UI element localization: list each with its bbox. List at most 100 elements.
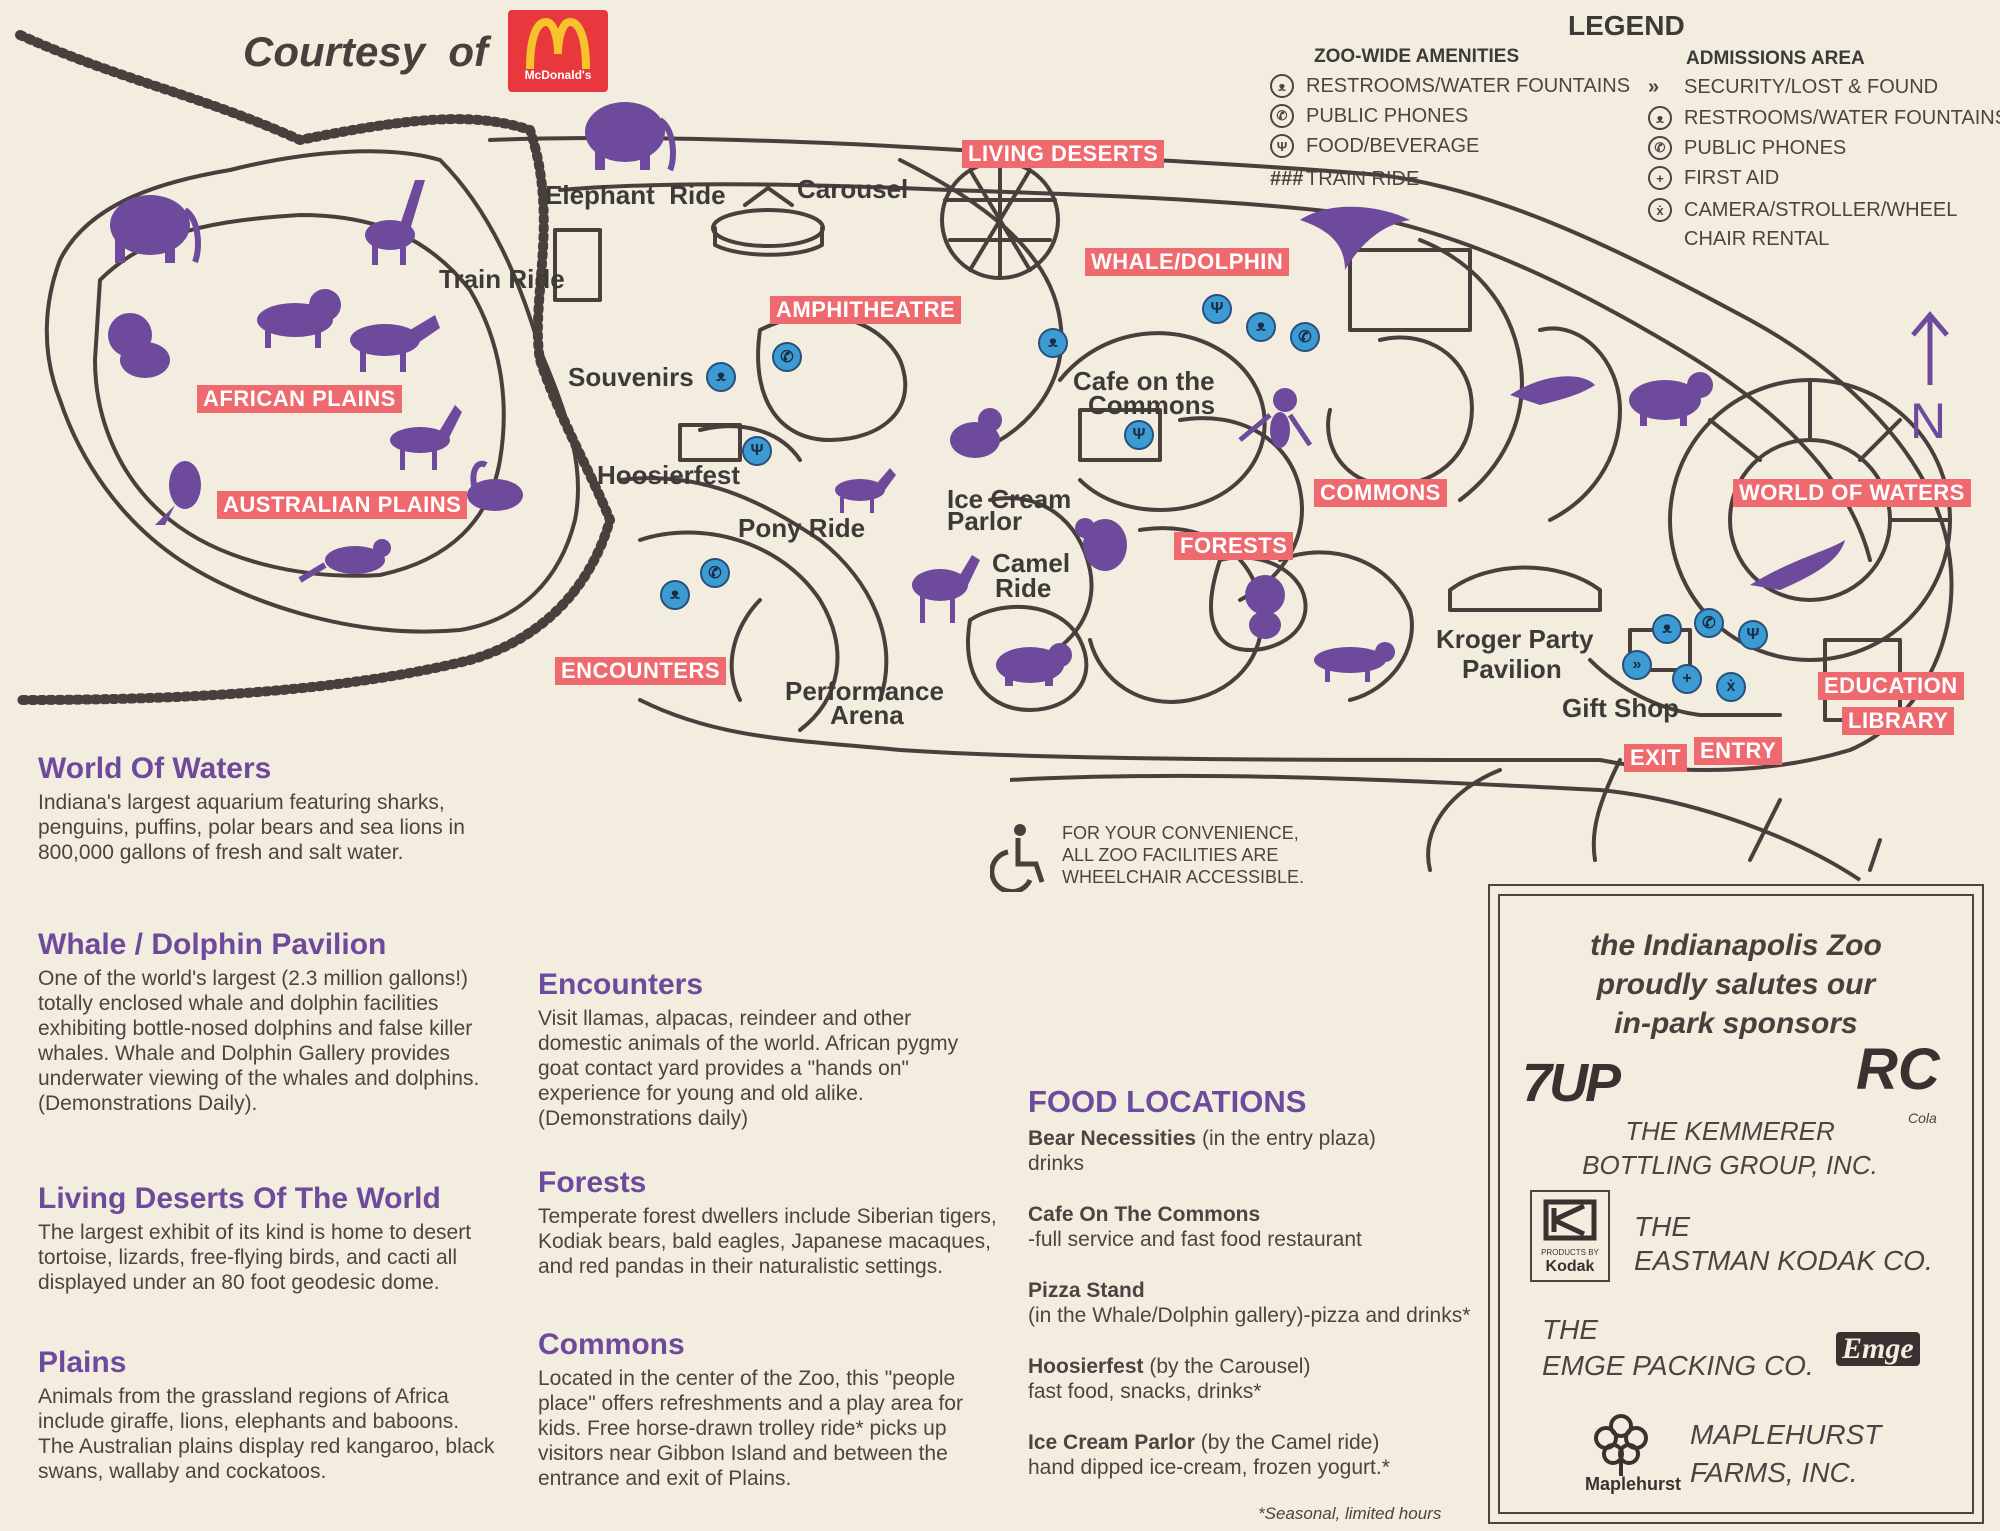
section-body: The largest exhibit of its kind is home … — [38, 1221, 472, 1294]
zone-encounters: ENCOUNTERS — [555, 657, 727, 685]
section-body: One of the world's largest (2.3 million … — [38, 967, 480, 1115]
sponsor-box — [1488, 884, 1984, 1524]
legend-first-aid: +FIRST AID — [1648, 166, 1779, 190]
sponsor-emge: THE EMGE PACKING CO. — [1542, 1314, 1814, 1381]
food-icon: Ψ — [1270, 134, 1294, 158]
wheelchair-note: FOR YOUR CONVENIENCE, ALL ZOO FACILITIES… — [1062, 823, 1305, 887]
legend-admissions-heading: ADMISSIONS AREA — [1686, 48, 1865, 69]
restroom-icon: ᴥ — [1648, 106, 1672, 130]
stroller-rental-icon: ẋ — [1716, 672, 1746, 702]
kodak-logo: PRODUCTS BY Kodak — [1530, 1190, 1610, 1282]
food-icon: Ψ — [1202, 294, 1232, 324]
restroom-icon: ᴥ — [1038, 328, 1068, 358]
restroom-icon: ᴥ — [1246, 312, 1276, 342]
label-souvenirs: Souvenirs — [568, 362, 694, 392]
food-icon: Ψ — [742, 436, 772, 466]
restroom-icon: ᴥ — [1652, 614, 1682, 644]
section-title: Forests — [538, 1166, 647, 1199]
eagle-icon — [1075, 518, 1127, 571]
rc-cola-logo: RC — [1856, 1037, 1940, 1102]
mcdonalds-logo: McDonald's — [508, 10, 608, 92]
cockatoo-icon — [155, 461, 201, 525]
tiger-icon — [1314, 642, 1395, 682]
zone-african-plains: AFRICAN PLAINS — [197, 385, 402, 413]
label-parlor: Parlor — [947, 506, 1023, 536]
phone-icon: ✆ — [1648, 136, 1672, 160]
emge-logo: Emge — [1836, 1332, 1920, 1366]
food-icon: Ψ — [1124, 420, 1154, 450]
red-panda-icon — [950, 408, 1002, 458]
food-item: Bear Necessities (in the entry plaza) dr… — [1028, 1127, 1376, 1175]
courtesy-text: Courtesy of — [243, 28, 489, 75]
lion-icon — [257, 289, 341, 348]
dolphin-icon — [1300, 206, 1410, 270]
camel-icon — [912, 555, 980, 623]
zone-amphitheatre: AMPHITHEATRE — [770, 296, 962, 324]
wheelchair-icon — [990, 824, 1045, 892]
legend-adm-phones: ✆PUBLIC PHONES — [1648, 136, 1846, 160]
north-label: N — [1910, 393, 1947, 449]
restroom-icon: ᴥ — [1270, 74, 1294, 98]
section-plains: Plains Animals from the grassland region… — [38, 1346, 498, 1484]
label-performance: Performance — [785, 676, 944, 706]
phone-icon: ✆ — [1290, 322, 1320, 352]
sponsor-heading: the Indianapolis Zoo proudly salutes our… — [1590, 929, 1882, 1040]
antelope-icon — [390, 405, 462, 470]
section-living-deserts: Living Deserts Of The World The largest … — [38, 1182, 498, 1295]
section-body: Located in the center of the Zoo, this "… — [538, 1367, 963, 1490]
rc-cola-sub: Cola — [1908, 1110, 1937, 1126]
horse-icon — [835, 468, 896, 513]
legend-zoo-wide-heading: ZOO-WIDE AMENITIES — [1314, 46, 1520, 67]
section-title: World Of Waters — [38, 752, 272, 785]
food-title: FOOD LOCATIONS — [1028, 1084, 1307, 1119]
label-pony-ride: Pony Ride — [738, 513, 866, 543]
label-pavilion: Pavilion — [1462, 654, 1562, 684]
section-title: Plains — [38, 1346, 127, 1379]
elephant-icon — [110, 195, 201, 264]
maplehurst-logo-text: Maplehurst — [1585, 1474, 1682, 1494]
phone-icon: ✆ — [1270, 104, 1294, 128]
food-item: Cafe On The Commons -full service and fa… — [1028, 1203, 1362, 1251]
kodak-small: PRODUCTS BY — [1541, 1248, 1599, 1257]
label-carousel: Carousel — [797, 174, 909, 204]
legend-chair: CHAIR RENTAL — [1684, 228, 1830, 250]
bear-icon — [996, 643, 1072, 686]
camera-stroller-icon: ẋ — [1648, 198, 1672, 222]
zone-world-of-waters: WORLD OF WATERS — [1733, 479, 1971, 507]
zone-education: EDUCATION — [1818, 672, 1964, 700]
phone-icon: ✆ — [700, 558, 730, 588]
label-elephant-ride: Elephant Ride — [545, 180, 726, 210]
section-body: Visit llamas, alpacas, reindeer and othe… — [538, 1007, 959, 1130]
sponsor-maplehurst: MAPLEHURST FARMS, INC. — [1690, 1419, 1882, 1488]
polar-bear-icon — [1629, 372, 1713, 426]
security-icon: » — [1622, 650, 1652, 680]
food-item: Pizza Stand (in the Whale/Dolphin galler… — [1028, 1279, 1471, 1327]
mcdonalds-logo-text: McDonald's — [524, 68, 592, 82]
first-aid-icon: + — [1648, 166, 1672, 190]
restroom-icon: ᴥ — [660, 580, 690, 610]
zone-forests: FORESTS — [1174, 532, 1294, 560]
zone-library: LIBRARY — [1842, 707, 1955, 735]
label-gift-shop: Gift Shop — [1562, 693, 1679, 723]
zone-commons: COMMONS — [1314, 479, 1447, 507]
food-item: Hoosierfest (by the Carousel) fast food,… — [1028, 1355, 1311, 1403]
label-camel: Camel — [992, 548, 1071, 578]
section-commons: Commons Located in the center of the Zoo… — [538, 1328, 998, 1491]
kodak-logo-text: Kodak — [1545, 1258, 1595, 1275]
label-camel-ride: Ride — [995, 573, 1052, 603]
zone-whale-dolphin: WHALE/DOLPHIN — [1085, 248, 1290, 276]
swan-icon — [467, 460, 523, 511]
legend-security: »SECURITY/LOST & FOUND — [1648, 76, 1939, 98]
section-title: Encounters — [538, 968, 704, 1001]
legend-train: ###TRAIN RIDE — [1270, 168, 1420, 190]
zone-australian-plains: AUSTRALIAN PLAINS — [217, 491, 468, 519]
security-icon: » — [1648, 76, 1660, 98]
zone-living-deserts: LIVING DESERTS — [962, 140, 1165, 168]
food-item: Ice Cream Parlor (by the Camel ride) han… — [1028, 1431, 1390, 1479]
label-commons: Commons — [1088, 390, 1216, 420]
section-title: Whale / Dolphin Pavilion — [38, 928, 387, 961]
legend-phones: ✆PUBLIC PHONES — [1270, 104, 1468, 128]
food-locations: FOOD LOCATIONS Bear Necessities (in the … — [1028, 1084, 1478, 1480]
